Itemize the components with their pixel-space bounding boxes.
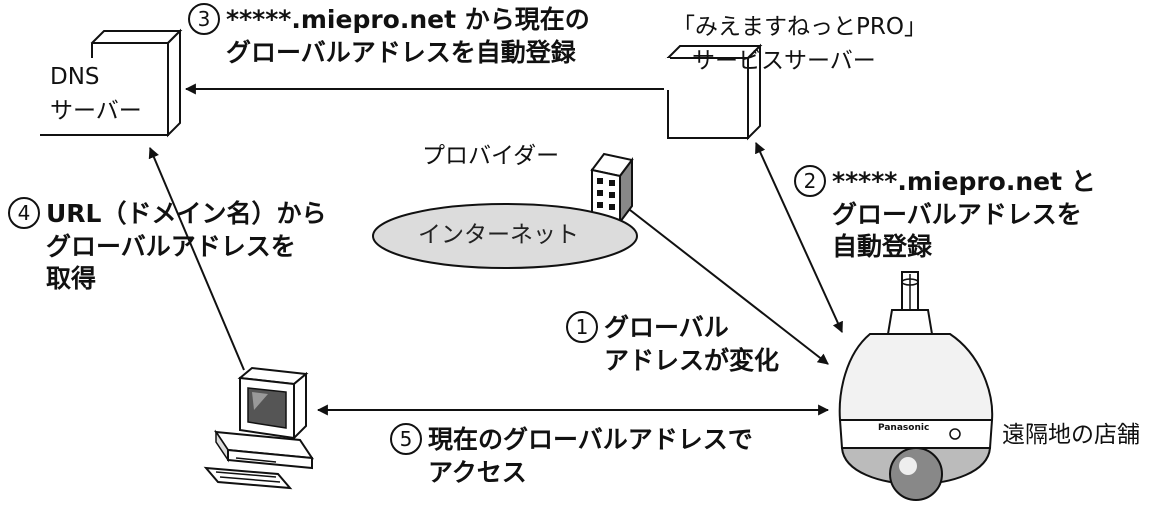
line-provider-camera (629, 209, 829, 365)
internet-label: インターネット (418, 222, 579, 248)
miepro-server-label: 「みえますねっとPRO」 サービスサーバー (672, 14, 927, 74)
step-3-label: 3*****.miepro.net から現在の グローバルアドレスを自動登録 (188, 3, 590, 69)
dns-server-label: DNS サーバー (50, 64, 142, 124)
miepro-server-icon (665, 43, 763, 141)
step-2-label: 2*****.miepro.net と グローバルアドレスを 自動登録 (794, 165, 1096, 263)
provider-label: プロバイダー (422, 143, 560, 169)
remote-site-label: 遠隔地の店舗 (1002, 422, 1140, 448)
computer-icon (203, 366, 314, 490)
camera-icon (838, 271, 994, 501)
arrow-camera-miepro (755, 141, 843, 334)
dns-server-icon (40, 28, 183, 138)
arrow-pc-to-dns (148, 146, 245, 371)
internet-cloud (372, 203, 638, 269)
provider-building-icon (590, 152, 634, 225)
camera-brand-label: Panasonic (878, 423, 930, 433)
